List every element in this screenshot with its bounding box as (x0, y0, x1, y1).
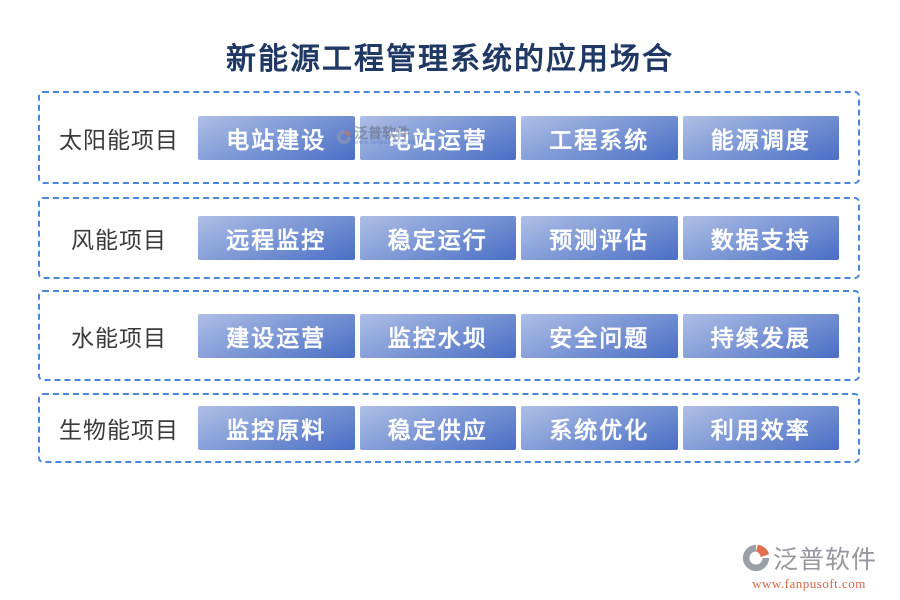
chip-engineering-system[interactable]: 工程系统 (521, 115, 678, 160)
footer-url[interactable]: www.fanpusoft.com (752, 576, 866, 591)
chip-raw-material-monitoring[interactable]: 监控原料 (198, 406, 355, 450)
group-hydro-projects: 水能项目 建设运营 监控水坝 安全问题 持续发展 (38, 290, 860, 381)
chip-safety-issues[interactable]: 安全问题 (521, 313, 678, 358)
button-strip-biomass: 监控原料 稳定供应 系统优化 利用效率 (198, 406, 839, 450)
group-label-hydro: 水能项目 (71, 325, 167, 351)
fanpu-logo-icon (742, 544, 770, 572)
chip-stable-supply[interactable]: 稳定供应 (359, 406, 516, 450)
chip-utilization-efficiency[interactable]: 利用效率 (682, 406, 839, 450)
group-label-wind: 风能项目 (71, 228, 167, 253)
button-strip-solar: 电站建设 电站运营 工程系统 能源调度 (198, 115, 839, 160)
button-strip-hydro: 建设运营 监控水坝 安全问题 持续发展 (198, 313, 839, 358)
footer-brand[interactable]: 泛普软件 www.fanpusoft.com (734, 540, 884, 592)
chip-dam-monitoring[interactable]: 监控水坝 (359, 313, 516, 358)
chip-data-support[interactable]: 数据支持 (682, 216, 839, 260)
chip-build-operate[interactable]: 建设运营 (198, 313, 355, 358)
group-biomass-projects: 生物能项目 监控原料 稳定供应 系统优化 利用效率 (38, 393, 860, 463)
button-strip-wind: 远程监控 稳定运行 预测评估 数据支持 (198, 216, 839, 260)
footer-brand-name: 泛普软件 (772, 547, 877, 574)
group-label-solar: 太阳能项目 (59, 127, 179, 153)
chip-station-construction[interactable]: 电站建设 (198, 115, 355, 160)
page-title: 新能源工程管理系统的应用场合 (226, 43, 674, 76)
chip-energy-dispatch[interactable]: 能源调度 (682, 115, 839, 160)
chip-station-operation[interactable]: 电站运营 (359, 115, 516, 160)
chip-sustainable-development[interactable]: 持续发展 (682, 313, 839, 358)
chip-forecast-evaluation[interactable]: 预测评估 (521, 216, 678, 260)
chip-remote-monitoring[interactable]: 远程监控 (198, 216, 355, 260)
group-solar-projects: 太阳能项目 电站建设 电站运营 工程系统 能源调度 (38, 91, 860, 184)
group-wind-projects: 风能项目 远程监控 稳定运行 预测评估 数据支持 (38, 197, 860, 279)
chip-stable-operation[interactable]: 稳定运行 (359, 216, 516, 260)
chip-system-optimization[interactable]: 系统优化 (521, 406, 678, 450)
group-label-biomass: 生物能项目 (59, 418, 179, 443)
